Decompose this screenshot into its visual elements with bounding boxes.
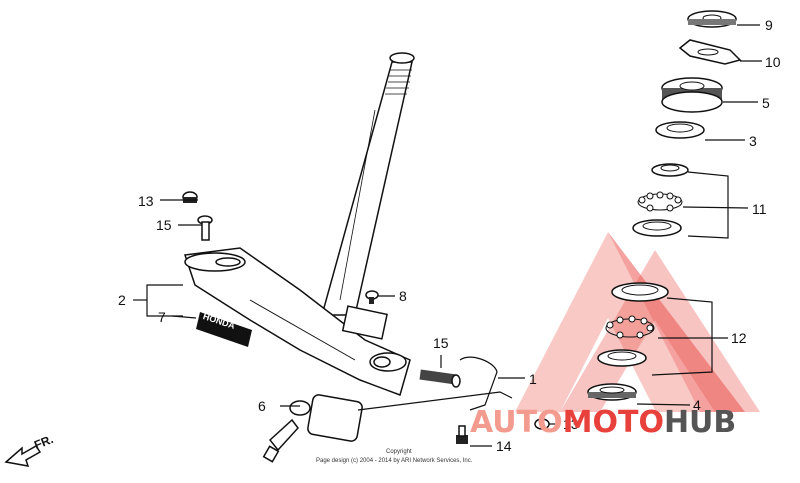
direction-label: FR. bbox=[32, 432, 55, 452]
watermark-part-2: MOTO bbox=[563, 405, 664, 440]
svg-text:AUTOMOTOHUB: AUTOMOTOHUB bbox=[470, 405, 736, 440]
lock-washer-part bbox=[678, 39, 742, 65]
callout-15-mid: 15 bbox=[433, 335, 449, 351]
steering-stem-part bbox=[321, 52, 415, 316]
watermark-part-3: HUB bbox=[664, 405, 736, 440]
leader-lines bbox=[133, 24, 762, 447]
callout-13-top: 13 bbox=[138, 193, 154, 209]
callout-labels: 9 10 5 3 11 13 15 2 7 8 12 15 1 6 4 13 1… bbox=[118, 17, 781, 454]
lower-inner-race-part bbox=[597, 349, 647, 367]
copyright-block: Copyright Page design (c) 2004 - 2014 by… bbox=[316, 449, 473, 464]
callout-1: 1 bbox=[529, 371, 537, 387]
callout-9: 9 bbox=[765, 17, 773, 33]
front-direction-indicator: FR. bbox=[4, 432, 55, 467]
dust-seal-part bbox=[655, 121, 705, 139]
copyright-line-1: Copyright bbox=[386, 449, 412, 455]
lock-nut-part bbox=[687, 10, 737, 28]
callout-3: 3 bbox=[749, 133, 757, 149]
upper-bearing-balls-part bbox=[637, 191, 683, 212]
bolt-part-15 bbox=[419, 369, 461, 388]
callout-5: 5 bbox=[762, 95, 770, 111]
callout-7: 7 bbox=[158, 309, 166, 325]
wire-clip-part bbox=[459, 356, 498, 411]
callout-11: 11 bbox=[752, 201, 767, 217]
copyright-line-2: Page design (c) 2004 - 2014 by ARI Netwo… bbox=[316, 458, 473, 464]
watermark-part-1: AUTO bbox=[470, 405, 563, 440]
bolt-part-14 bbox=[456, 425, 468, 444]
callout-6: 6 bbox=[258, 398, 266, 414]
lower-bearing-balls-part bbox=[605, 315, 655, 339]
front-arrow-icon bbox=[4, 445, 42, 467]
upper-inner-race-part bbox=[651, 163, 689, 177]
nut-part-top bbox=[182, 191, 198, 203]
callout-8: 8 bbox=[399, 288, 407, 304]
steering-lock-part bbox=[262, 394, 363, 463]
watermark-text: AUTOMOTOHUB bbox=[470, 405, 736, 440]
callout-13-bottom: 13 bbox=[563, 416, 579, 432]
stem-body-part bbox=[183, 247, 411, 396]
callout-15-top: 15 bbox=[156, 217, 172, 233]
screw-part-8 bbox=[365, 290, 379, 304]
bolt-part-top bbox=[197, 215, 213, 241]
callout-4: 4 bbox=[693, 397, 701, 413]
watermark-logo bbox=[515, 232, 760, 412]
adjusting-nut-part bbox=[661, 77, 723, 113]
callout-2: 2 bbox=[118, 292, 126, 308]
lower-outer-race-part bbox=[611, 282, 669, 302]
callout-10: 10 bbox=[765, 54, 781, 70]
callout-12: 12 bbox=[731, 330, 747, 346]
upper-outer-race-part bbox=[632, 219, 682, 237]
lower-dust-seal-part bbox=[587, 383, 637, 401]
callout-14: 14 bbox=[496, 438, 512, 454]
